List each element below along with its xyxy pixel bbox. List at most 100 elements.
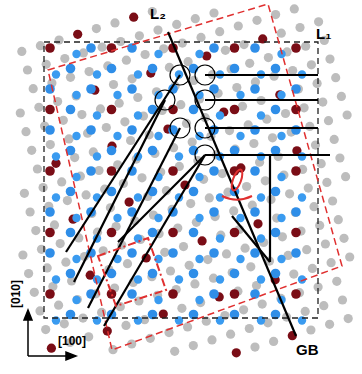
gray-atom: [57, 177, 66, 186]
blue-atom: [52, 193, 60, 201]
gray-atom: [122, 56, 131, 65]
blue-atom: [107, 64, 117, 74]
coincident-atom: [168, 166, 178, 176]
gray-atom: [295, 23, 304, 32]
blue-atom: [52, 152, 60, 160]
gray-atom: [325, 320, 334, 329]
gray-atom: [126, 136, 135, 145]
gray-atom: [98, 43, 107, 52]
gray-atom: [18, 250, 27, 259]
gray-atom: [239, 305, 248, 314]
gray-atom: [29, 84, 38, 93]
gray-atom: [252, 16, 261, 25]
gray-atom: [250, 343, 259, 352]
axis-label: [100]: [58, 335, 86, 347]
blue-atom: [271, 187, 281, 197]
blue-atom: [86, 125, 96, 135]
gray-atom: [337, 92, 346, 101]
blue-atom: [148, 269, 158, 279]
blue-atom: [250, 166, 260, 176]
gray-atom: [345, 252, 354, 261]
gray-atom: [56, 239, 65, 248]
gray-atom: [209, 8, 218, 17]
gray-atom: [37, 245, 46, 254]
blue-atom: [257, 111, 265, 119]
gray-atom: [277, 29, 286, 38]
gray-atom: [177, 304, 186, 313]
coincident-atom: [107, 105, 117, 115]
gray-atom: [344, 314, 353, 323]
blue-atom: [277, 173, 285, 181]
blue-atom: [189, 228, 199, 238]
blue-atom: [127, 125, 137, 135]
gray-atom: [24, 269, 33, 278]
blue-atom: [86, 84, 96, 94]
blue-atom: [93, 111, 101, 119]
gray-atom: [27, 146, 36, 155]
blue-atom: [148, 146, 158, 156]
gray-atom: [33, 164, 42, 173]
gray-atom: [54, 301, 63, 310]
gray-atom: [153, 26, 162, 35]
coincident-atom: [45, 289, 55, 299]
gray-atom: [302, 245, 311, 254]
coincident-atom: [291, 228, 301, 238]
gray-atom: [301, 307, 310, 316]
blue-atom: [189, 146, 199, 156]
blue-atom: [66, 269, 76, 279]
blue-atom: [72, 255, 80, 263]
gray-atom: [109, 80, 118, 89]
gray-atom: [291, 208, 300, 217]
gray-atom: [92, 24, 101, 33]
blue-atom: [113, 214, 121, 222]
blue-atom: [271, 64, 281, 74]
gray-atom: [185, 261, 194, 270]
blue-atom: [209, 207, 219, 217]
gray-atom: [63, 196, 72, 205]
blue-atom: [230, 269, 240, 279]
gray-atom: [327, 258, 336, 267]
coincident-atom: [291, 166, 301, 176]
gray-atom: [120, 117, 129, 126]
gray-atom: [82, 190, 91, 199]
coincident-atom: [73, 30, 82, 39]
gray-atom: [35, 306, 44, 315]
gray-atom: [205, 193, 214, 202]
gray-atom: [268, 133, 277, 142]
gray-atom: [34, 103, 43, 112]
blue-atom: [271, 105, 281, 115]
blue-atom: [189, 269, 199, 279]
coincident-atom: [230, 105, 240, 115]
gray-atom: [31, 226, 40, 235]
blue-atom: [154, 214, 162, 222]
coincident-atom: [45, 228, 55, 238]
gray-atom: [166, 266, 175, 275]
blue-atom: [209, 166, 219, 176]
gray-atom: [343, 110, 352, 119]
blue-atom: [230, 64, 240, 74]
blue-atom: [298, 193, 306, 201]
blue-atom: [154, 132, 162, 140]
gray-atom: [172, 20, 181, 29]
coincident-atom: [168, 289, 178, 299]
blue-atom: [93, 152, 101, 160]
blue-atom: [86, 166, 96, 176]
gray-atom: [189, 341, 198, 350]
gray-atom: [190, 279, 199, 288]
blue-atom: [127, 43, 137, 53]
coincident-atom: [45, 166, 55, 176]
blue-atom: [72, 214, 80, 222]
blue-atom: [66, 64, 76, 74]
blue-atom: [250, 84, 260, 94]
coincident-atom: [232, 348, 241, 357]
blue-atom: [189, 187, 199, 197]
blue-atom: [216, 111, 224, 119]
gray-atom: [55, 35, 64, 44]
blue-atom: [66, 228, 76, 238]
gray-atom: [301, 42, 310, 51]
coincident-atom: [45, 43, 55, 53]
gray-atom: [269, 337, 278, 346]
gray-atom: [289, 270, 298, 279]
gray-atom: [258, 300, 267, 309]
gray-atom: [308, 264, 317, 273]
